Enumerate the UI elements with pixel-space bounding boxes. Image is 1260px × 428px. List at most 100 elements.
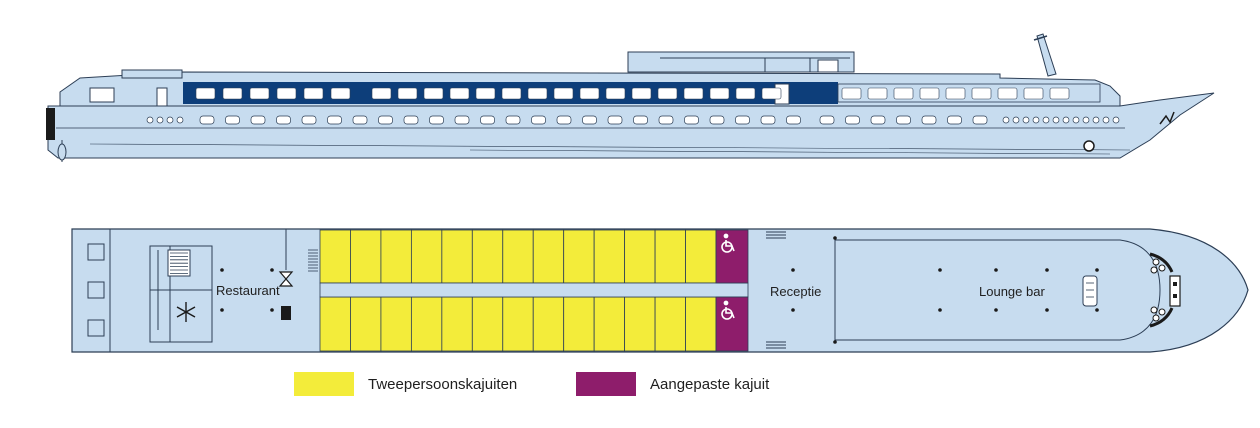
double-cabin (350, 229, 382, 284)
column-marker (270, 308, 274, 312)
window (841, 87, 862, 100)
ship-deck-plan: Restaurant Receptie Loun (71, 228, 1249, 353)
seat (1150, 306, 1158, 314)
galley (149, 245, 213, 343)
window (301, 115, 317, 125)
porthole (176, 116, 184, 124)
legend-label: Tweepersoonskajuiten (368, 375, 518, 393)
lounge-area (834, 239, 1161, 341)
window (250, 115, 266, 125)
porthole (1002, 116, 1010, 124)
window (403, 115, 419, 125)
window (527, 87, 548, 100)
window (501, 87, 522, 100)
porthole (1102, 116, 1110, 124)
window (199, 115, 215, 125)
double-cabin (593, 296, 626, 352)
double-cabin (350, 296, 382, 352)
double-cabin (380, 296, 412, 352)
window (1049, 87, 1070, 100)
window (378, 115, 393, 125)
upper-windows (195, 87, 1070, 100)
window (249, 87, 270, 100)
double-cabin (502, 229, 534, 284)
column-marker (994, 308, 998, 312)
window (225, 115, 240, 125)
window (330, 87, 351, 100)
window (195, 87, 216, 100)
double-cabin (685, 229, 717, 284)
adapted-cabins (715, 229, 749, 352)
double-cabin (441, 229, 473, 284)
window (303, 87, 324, 100)
window (684, 115, 699, 125)
window (997, 87, 1018, 100)
column-markers (220, 236, 1099, 344)
double-cabin (441, 296, 473, 352)
window (893, 87, 914, 100)
porthole (1062, 116, 1070, 124)
legend-item-adapted: Aangepaste kajuit (576, 372, 769, 396)
window (896, 115, 911, 125)
window (947, 115, 962, 125)
porthole (1092, 116, 1100, 124)
seat (1152, 314, 1160, 322)
window (633, 115, 648, 125)
window (352, 115, 368, 125)
legend-item-double: Tweepersoonskajuiten (294, 372, 517, 396)
window (222, 87, 243, 100)
porthole (1012, 116, 1020, 124)
hull (46, 92, 1215, 159)
window (556, 115, 572, 125)
porthole (1042, 116, 1050, 124)
portholes (146, 116, 1120, 124)
column-marker (938, 268, 942, 272)
seat (1150, 266, 1158, 274)
double-cabin (319, 296, 351, 352)
window (531, 115, 546, 125)
stairs-icon (167, 249, 191, 277)
window (579, 87, 600, 100)
window (761, 87, 782, 100)
ship-side-view (46, 33, 1215, 162)
window (327, 115, 342, 125)
window (658, 115, 674, 125)
double-cabin (654, 229, 686, 284)
column-marker (1095, 268, 1099, 272)
window (397, 87, 418, 100)
porthole (1112, 116, 1120, 124)
wheelchair-icon (721, 300, 735, 320)
propeller (57, 140, 67, 162)
column-marker (220, 308, 224, 312)
cabin-block (319, 229, 717, 352)
double-cabin (410, 296, 443, 352)
window (429, 115, 444, 125)
seat (1158, 308, 1166, 316)
window (475, 87, 496, 100)
double-cabin (380, 229, 412, 284)
seat (1152, 258, 1160, 266)
window (972, 115, 988, 125)
window (760, 115, 776, 125)
ship-wheel-icon (1149, 252, 1181, 328)
window (276, 115, 291, 125)
window (454, 115, 470, 125)
double-cabin (563, 229, 595, 284)
porthole (1052, 116, 1060, 124)
upper-deck (59, 69, 1121, 107)
window (819, 115, 835, 125)
legend-label: Aangepaste kajuit (650, 375, 770, 393)
window (480, 115, 495, 125)
porthole (146, 116, 154, 124)
window (631, 87, 652, 100)
porthole (1082, 116, 1090, 124)
wheelchair-icon (721, 233, 735, 253)
hull-windows (199, 115, 988, 125)
restaurant-fixtures (278, 229, 318, 320)
double-cabin (685, 296, 717, 352)
sun-deck-structure (627, 51, 855, 73)
column-marker (270, 268, 274, 272)
double-cabin (624, 296, 656, 352)
column-marker (791, 268, 795, 272)
